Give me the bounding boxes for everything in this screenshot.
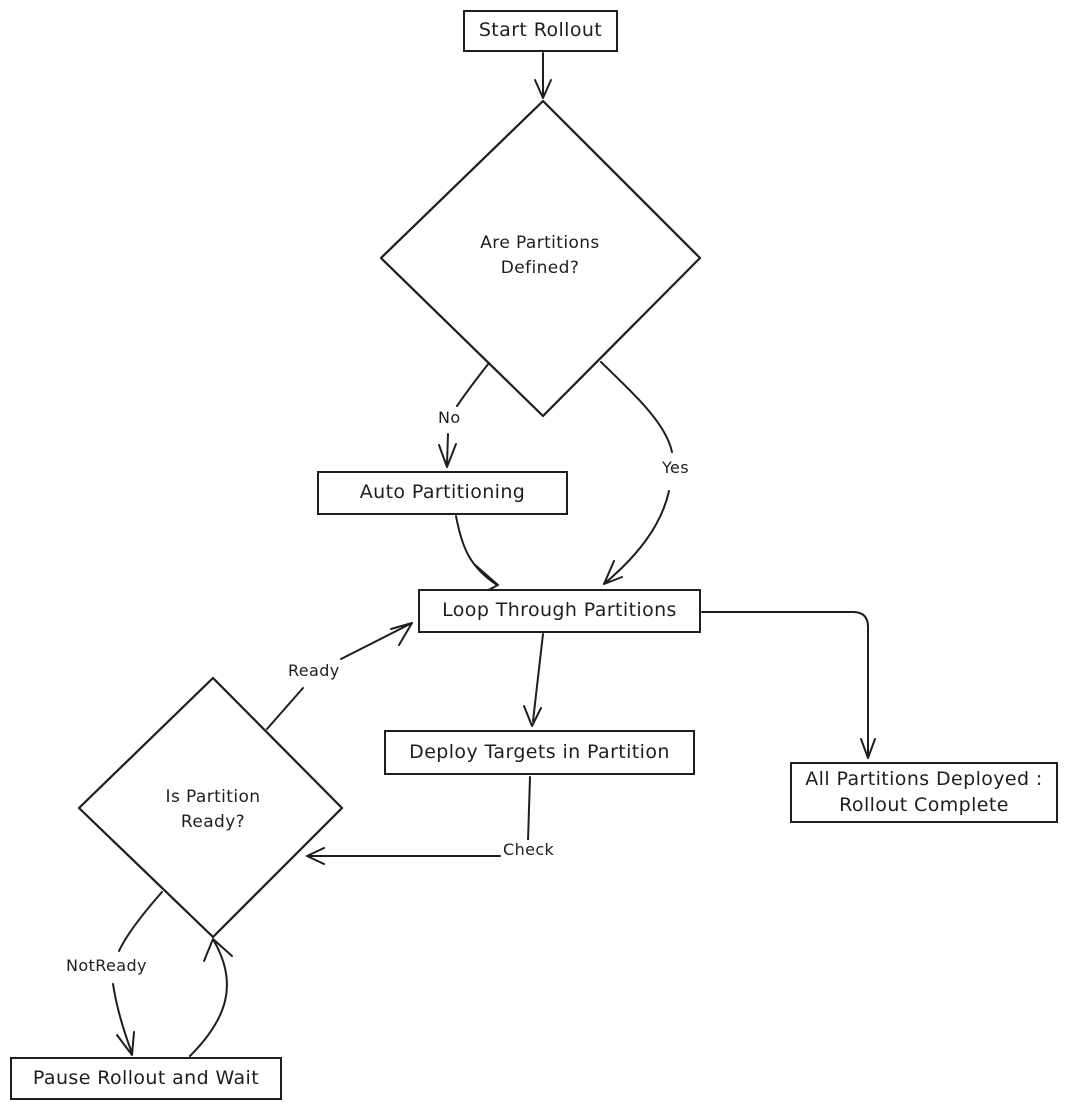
edge-label-yes: Yes bbox=[660, 458, 692, 477]
edge-yes-label-to-loop bbox=[603, 490, 670, 585]
edge-notready-label-to-pause bbox=[112, 983, 135, 1056]
decision-diamond-partitions-defined bbox=[379, 99, 702, 418]
node-pause-rollout-and-wait: Pause Rollout and Wait bbox=[10, 1057, 282, 1100]
node-auto-partitioning: Auto Partitioning bbox=[317, 471, 568, 515]
edge-loop-to-deploy-targets bbox=[523, 633, 544, 727]
decision-label-partition-ready: Is Partition Ready? bbox=[165, 787, 261, 832]
edge-partition-ready-to-ready-label bbox=[266, 687, 304, 730]
edge-label-notready: NotReady bbox=[64, 956, 149, 975]
edge-label-ready: Ready bbox=[286, 661, 342, 680]
edge-partition-ready-to-notready-label bbox=[118, 891, 163, 952]
node-start-rollout: Start Rollout bbox=[463, 10, 618, 52]
edge-loop-to-rollout-complete bbox=[701, 611, 876, 759]
edge-ready-label-to-loop bbox=[340, 622, 413, 660]
decision-label-partitions-defined: Are Partitions Defined? bbox=[480, 233, 600, 278]
edge-no-label-to-auto-partitioning bbox=[438, 433, 457, 468]
edge-partitions-defined-to-yes-label bbox=[600, 361, 673, 453]
decision-diamond-partition-ready bbox=[77, 676, 344, 939]
edge-auto-partitioning-to-loop bbox=[455, 515, 499, 596]
edge-label-no: No bbox=[436, 408, 463, 427]
edge-deploy-targets-to-check-label bbox=[527, 776, 531, 842]
edge-start-to-partitions-defined bbox=[534, 52, 552, 99]
edge-check-label-to-partition-ready bbox=[306, 847, 501, 865]
edge-label-check: Check bbox=[501, 840, 557, 859]
node-deploy-targets-in-partition: Deploy Targets in Partition bbox=[384, 730, 695, 775]
edge-partitions-defined-to-no-label bbox=[456, 362, 490, 407]
node-rollout-complete: All Partitions Deployed : Rollout Comple… bbox=[790, 762, 1058, 823]
node-loop-through-partitions: Loop Through Partitions bbox=[418, 589, 701, 633]
edge-pause-to-partition-ready bbox=[189, 938, 233, 1057]
